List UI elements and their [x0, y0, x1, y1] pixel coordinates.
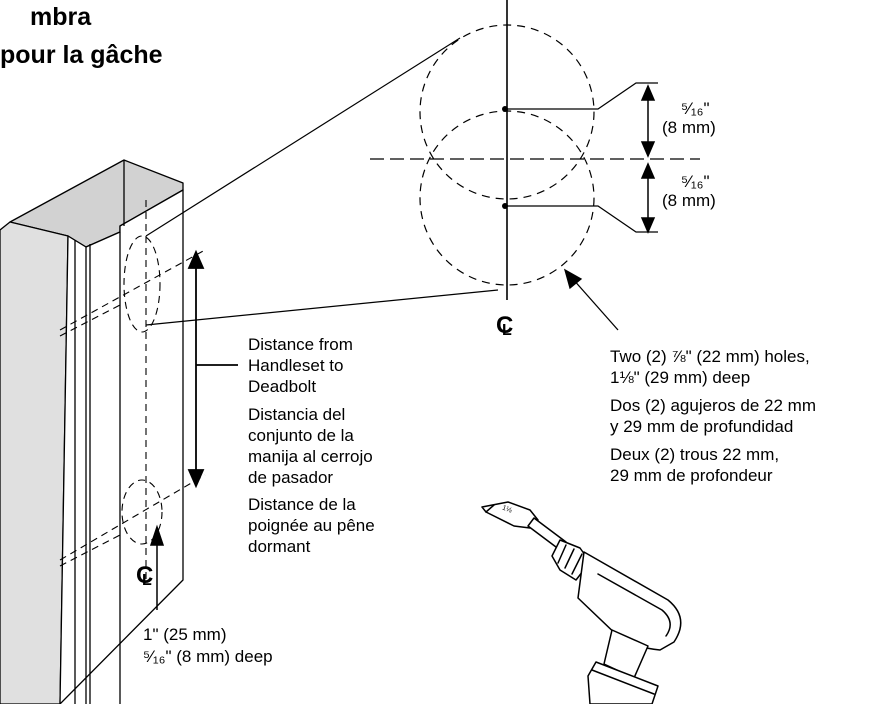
distance-note-es-4: de pasador	[248, 468, 334, 487]
drill-icon	[481, 501, 682, 704]
distance-arrow	[187, 249, 238, 489]
distance-note-es-1: Distancia del	[248, 405, 346, 424]
distance-note-en-1: Distance from	[248, 335, 353, 354]
upper-spacing-fraction: ⁵⁄₁₆"	[681, 99, 710, 118]
distance-note-en-2: Handleset to	[248, 356, 344, 375]
distance-note-es-3: manija al cerrojo	[248, 447, 373, 466]
jamb-hidden-lines	[59, 200, 206, 580]
title-line-2: pour la gâche	[0, 41, 163, 69]
projection-lines	[145, 37, 499, 326]
holes-note-es-1: Dos (2) agujeros de 22 mm	[610, 396, 816, 415]
handleset-hole-outline	[121, 479, 163, 545]
depth-note-line-2: ⁵⁄₁₆" (8 mm) deep	[143, 647, 273, 666]
depth-arrow	[149, 524, 165, 610]
jamb-front-face	[59, 189, 184, 704]
lower-spacing-mm: (8 mm)	[662, 191, 716, 210]
distance-note-fr-2: poignée au pêne	[248, 516, 375, 535]
spacing-dimension	[640, 84, 656, 234]
upper-spacing-mm: (8 mm)	[662, 118, 716, 137]
jamb-side-face	[0, 221, 69, 704]
depth-note-line-1: 1" (25 mm)	[143, 625, 227, 644]
distance-note-fr-1: Distance de la	[248, 495, 356, 514]
magnified-detail	[370, 0, 700, 300]
drill-battery	[587, 661, 659, 704]
lower-spacing-fraction: ⁵⁄₁₆"	[681, 172, 710, 191]
upper-hole-circle	[419, 24, 595, 200]
holes-note-en-2: 1⅛" (29 mm) deep	[610, 368, 751, 387]
door-jamb	[0, 159, 184, 704]
holes-note-fr-2: 29 mm de profondeur	[610, 466, 773, 485]
distance-note-en-3: Deadbolt	[248, 377, 317, 396]
drill-chuck	[551, 539, 591, 581]
holes-note-fr-1: Deux (2) trous 22 mm,	[610, 445, 780, 464]
distance-note-fr-3: dormant	[248, 537, 311, 556]
deadbolt-hole-outline	[123, 235, 161, 333]
distance-note-es-2: conjunto de la	[248, 426, 354, 445]
holes-leader	[563, 268, 619, 331]
drill-body	[577, 551, 682, 651]
holes-note-en-1: Two (2) ⅞" (22 mm) holes,	[610, 347, 810, 366]
holes-note-es-2: y 29 mm de profundidad	[610, 417, 794, 436]
title-line-1: mbra	[30, 3, 92, 31]
